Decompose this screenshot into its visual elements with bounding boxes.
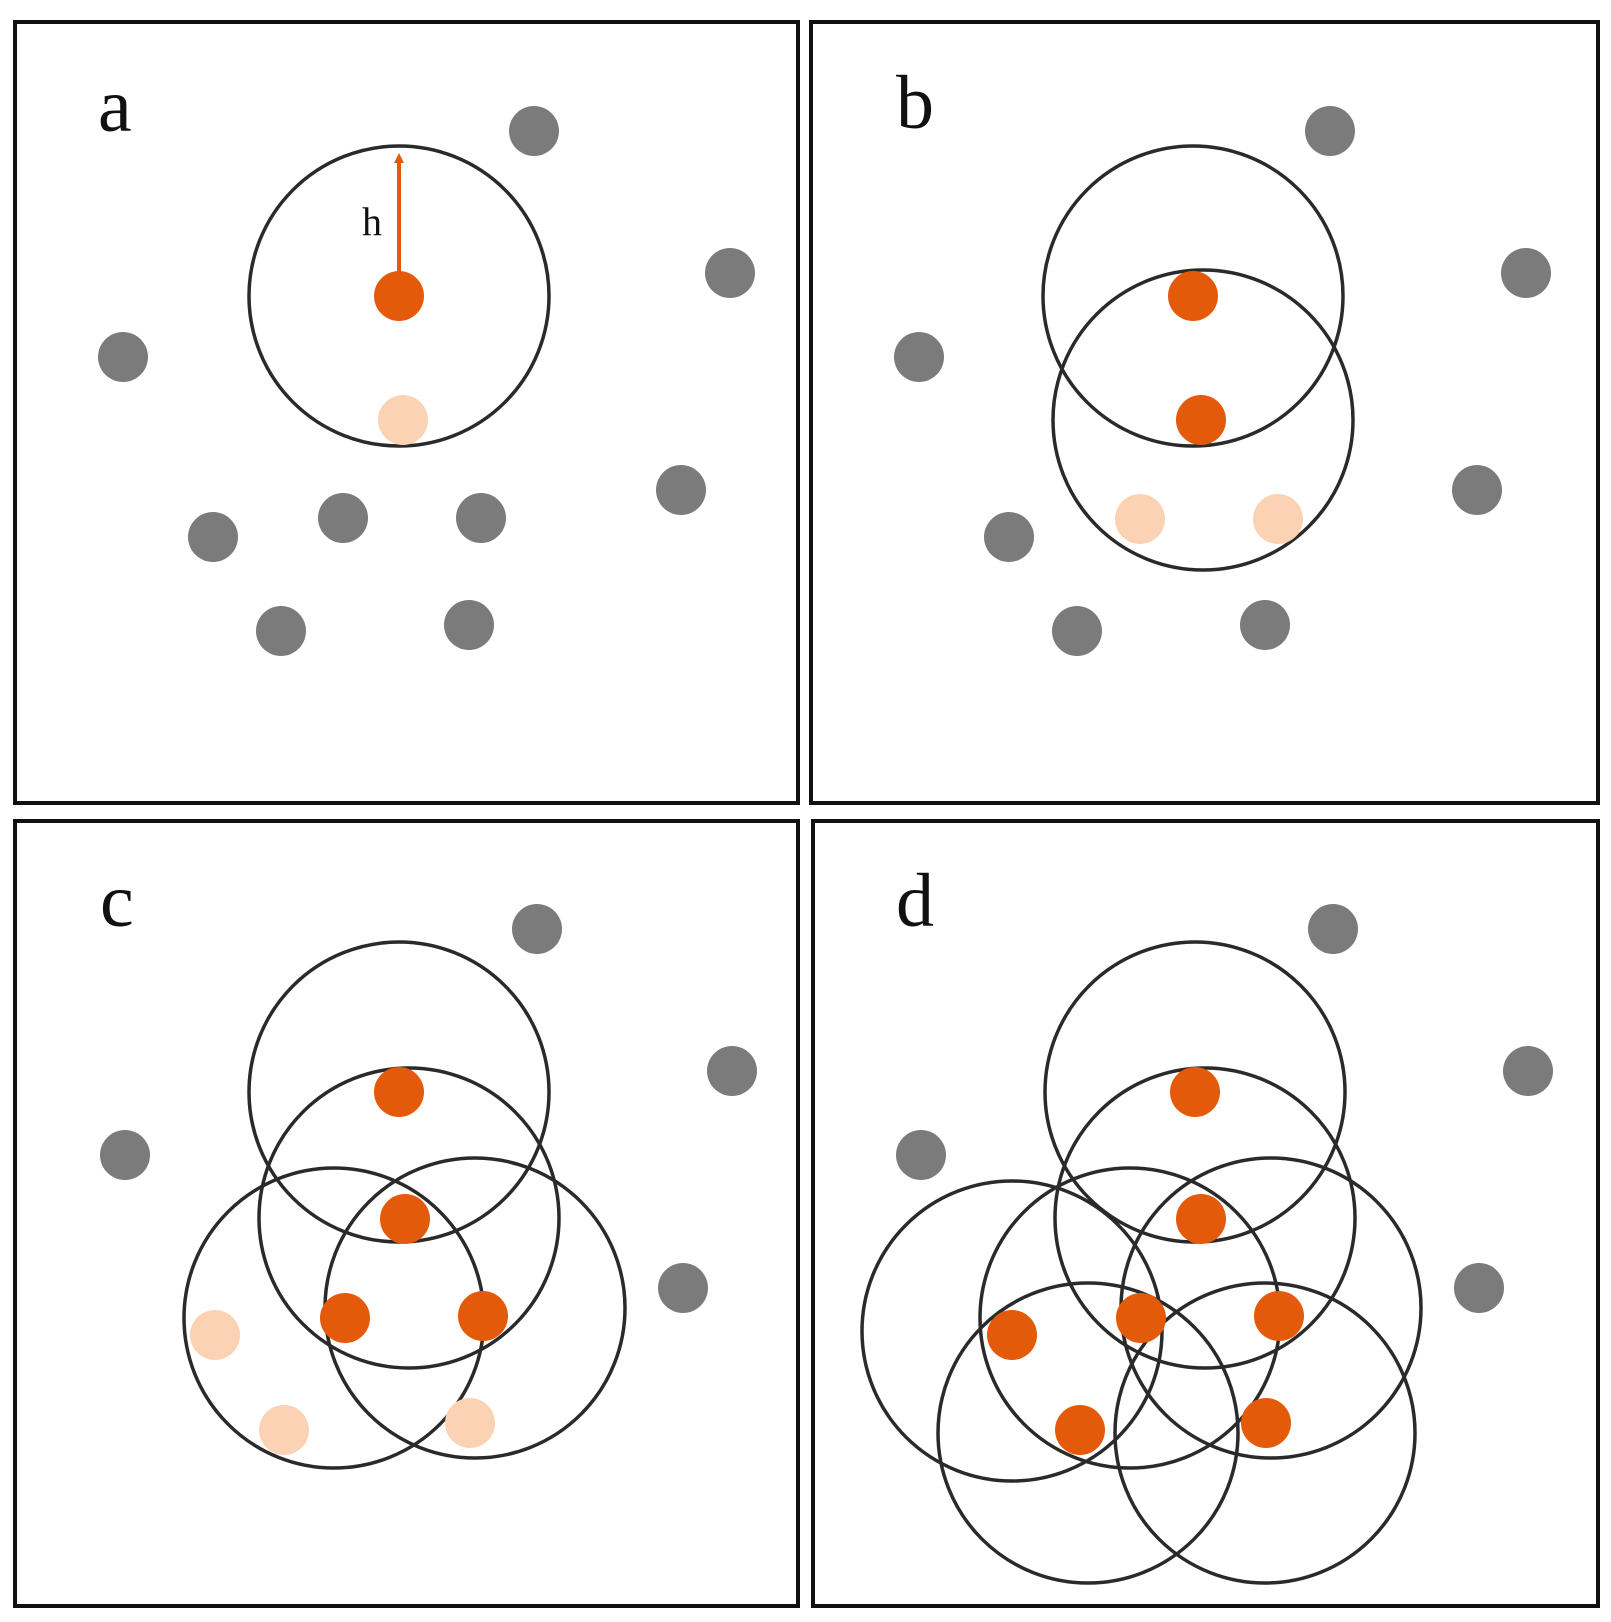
panel-b-unvisited-point — [1501, 248, 1551, 298]
panel-b-unvisited-point — [1240, 600, 1290, 650]
panel-a-unvisited-point — [318, 493, 368, 543]
panel-a-neighborhood-circle — [247, 144, 551, 448]
panel-c-unvisited-point — [512, 904, 562, 954]
panel-b-candidate-point — [1115, 494, 1165, 544]
panel-b-unvisited-point — [1052, 606, 1102, 656]
panel-b-clustered-point — [1176, 395, 1226, 445]
panel-c-clustered-point — [380, 1194, 430, 1244]
panel-c-candidate-point — [445, 1398, 495, 1448]
panel-d-clustered-point — [1116, 1293, 1166, 1343]
panel-d-neighborhood-circle — [936, 1281, 1240, 1585]
panel-a-unvisited-point — [444, 600, 494, 650]
panel-b-candidate-point — [1253, 494, 1303, 544]
panel-a-unvisited-point — [656, 465, 706, 515]
panel-c-unvisited-point — [707, 1046, 757, 1096]
panel-c-candidate-point — [259, 1405, 309, 1455]
panel-d-clustered-point — [1176, 1194, 1226, 1244]
panel-b-unvisited-point — [1452, 465, 1502, 515]
panel-d-clustered-point — [1170, 1067, 1220, 1117]
panel-c-clustered-point — [320, 1293, 370, 1343]
panel-a-label: a — [98, 64, 132, 148]
panel-b-unvisited-point — [984, 512, 1034, 562]
panel-d-clustered-point — [1241, 1398, 1291, 1448]
panel-a-unvisited-point — [456, 493, 506, 543]
panel-d-unvisited-point — [1308, 904, 1358, 954]
radius-label: h — [362, 199, 382, 244]
data-points — [98, 106, 1553, 1455]
panel-c-candidate-point — [190, 1310, 240, 1360]
panel-b-neighborhood-circle — [1051, 268, 1355, 572]
panel-d-neighborhood-circle — [1113, 1281, 1417, 1585]
panel-c-label: c — [100, 859, 134, 943]
panel-a-unvisited-point — [188, 512, 238, 562]
panel-d-clustered-point — [1055, 1405, 1105, 1455]
panel-c-unvisited-point — [658, 1263, 708, 1313]
panel-b-neighborhood-circle — [1041, 144, 1345, 448]
panel-b-clustered-point — [1168, 271, 1218, 321]
panel-d-clustered-point — [987, 1310, 1037, 1360]
panel-d-neighborhood-circle — [1053, 1066, 1357, 1370]
panel-d-unvisited-point — [896, 1130, 946, 1180]
panel-a-clustered-point — [374, 271, 424, 321]
panel-b-label: b — [896, 61, 934, 145]
panel-c-clustered-point — [458, 1291, 508, 1341]
panel-a-unvisited-point — [256, 606, 306, 656]
panel-d-unvisited-point — [1503, 1046, 1553, 1096]
panel-a-unvisited-point — [705, 248, 755, 298]
panel-d-label: d — [896, 859, 934, 943]
panel-c-clustered-point — [374, 1067, 424, 1117]
panel-d-clustered-point — [1254, 1291, 1304, 1341]
panel-a-candidate-point — [378, 395, 428, 445]
panel-c-neighborhood-circle — [257, 1066, 561, 1370]
panel-c-unvisited-point — [100, 1130, 150, 1180]
panel-a-unvisited-point — [509, 106, 559, 156]
panel-a-unvisited-point — [98, 332, 148, 382]
panel-b-unvisited-point — [894, 332, 944, 382]
panel-d-unvisited-point — [1454, 1263, 1504, 1313]
panel-b-unvisited-point — [1305, 106, 1355, 156]
